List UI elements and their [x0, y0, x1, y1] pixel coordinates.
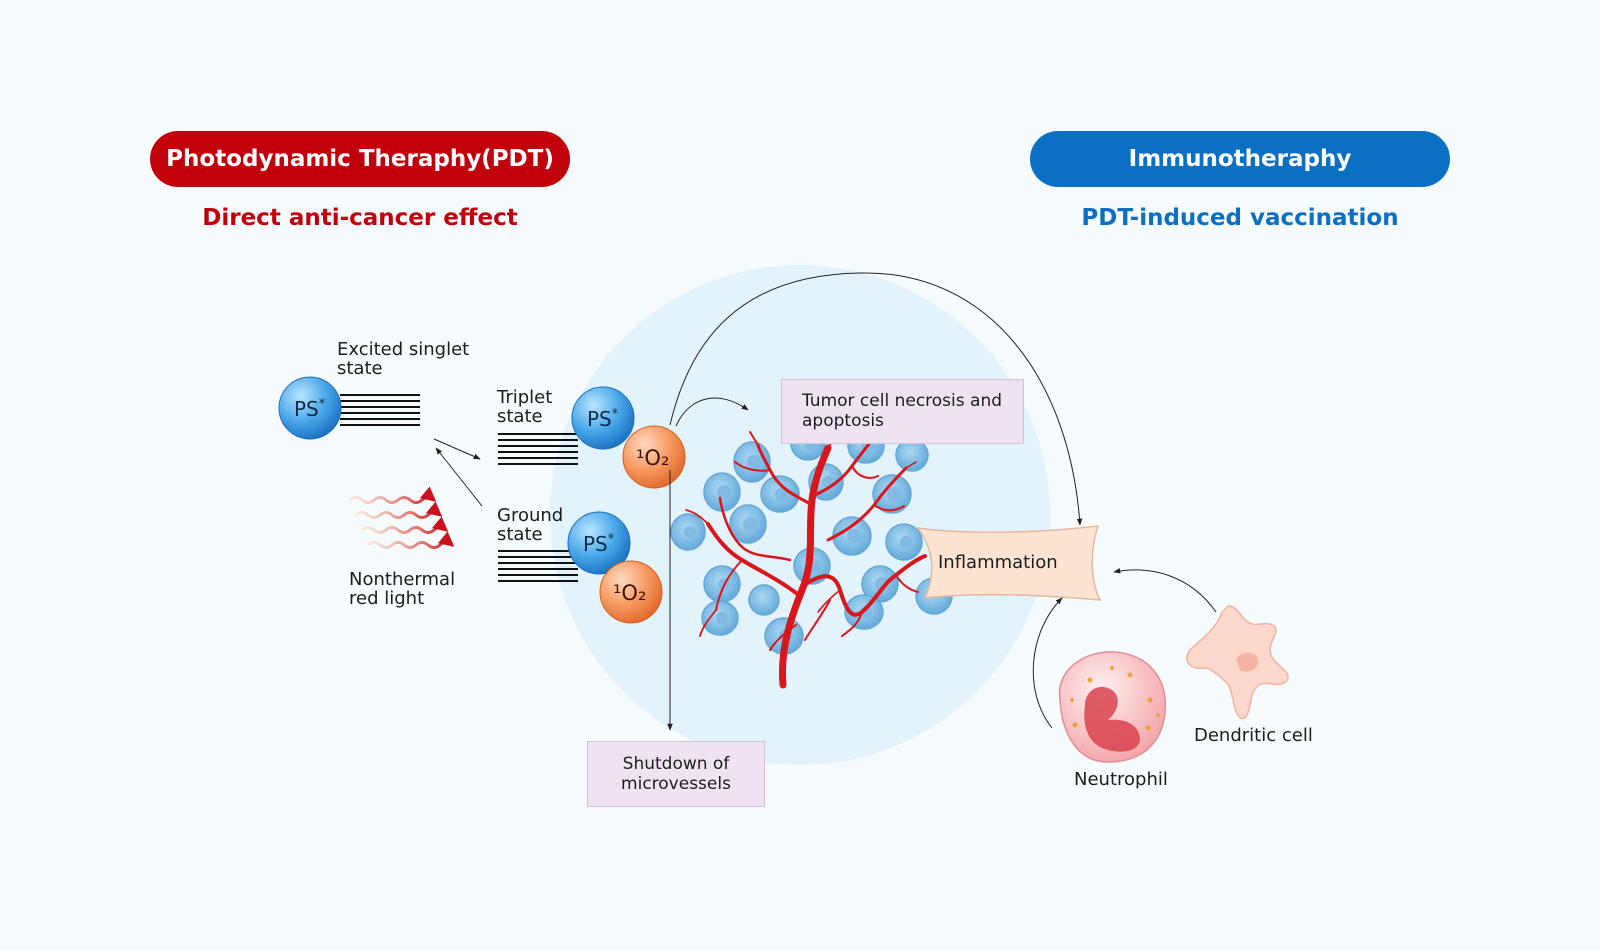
singlet-oxygen-lower-sphere — [599, 560, 663, 624]
ps-triplet-label: PS* — [587, 407, 619, 431]
arrow-neutrophil-to-inflammation — [1032, 597, 1063, 729]
dendritic-cell-label: Dendritic cell — [1194, 725, 1313, 746]
immunotherapy-title-pill: Immunotheraphy — [1030, 131, 1450, 187]
nonthermal-red-light-label: Nonthermal red light — [349, 569, 456, 609]
excited-singlet-levels — [340, 394, 420, 426]
ps-excited-star: * — [319, 397, 326, 412]
singlet-oxygen-upper-label: ¹O₂ — [636, 446, 669, 470]
ps-ground-label: PS* — [583, 532, 615, 556]
ps-triplet-base: PS — [587, 407, 612, 431]
neutrophil-illustration — [1058, 651, 1167, 763]
ps-triplet-sphere — [571, 386, 635, 450]
ps-excited-singlet-sphere — [278, 376, 342, 440]
arrow-to-necrosis — [675, 397, 749, 427]
inflammation-label: Inflammation — [938, 552, 1058, 573]
ground-to-singlet-arrow — [435, 447, 483, 507]
arrow-dendritic-to-inflammation — [1113, 568, 1217, 613]
ps-ground-base: PS — [583, 532, 608, 556]
pdt-title-pill: Photodynamic Theraphy(PDT) — [150, 131, 570, 187]
ps-excited-label: PS* — [294, 397, 326, 421]
triplet-state-label: Triplet state — [497, 387, 553, 427]
microvessels — [685, 429, 927, 689]
ps-excited-base: PS — [294, 397, 319, 421]
immunotherapy-subtitle: PDT-induced vaccination — [1081, 205, 1399, 231]
triplet-levels — [498, 433, 578, 465]
ps-ground-sphere — [567, 511, 631, 575]
singlet-oxygen-lower-label: ¹O₂ — [613, 581, 646, 605]
red-light-waves — [349, 486, 455, 549]
tumor-necrosis-box: Tumor cell necrosis and apoptosis — [781, 379, 1024, 444]
excited-singlet-state-label: Excited singlet state — [337, 339, 470, 379]
arrow-to-inflammation-top — [669, 272, 1083, 526]
shutdown-microvessels-box: Shutdown of microvessels — [587, 741, 765, 807]
dendritic-cell-illustration — [1186, 605, 1289, 720]
neutrophil-label: Neutrophil — [1074, 769, 1168, 790]
ground-levels — [498, 550, 578, 582]
ps-triplet-star: * — [612, 407, 619, 422]
pdt-subtitle: Direct anti-cancer effect — [202, 205, 518, 231]
ground-state-label: Ground state — [497, 505, 564, 545]
tumor-region-circle — [550, 265, 1050, 765]
inflammation-banner-shape — [916, 525, 1102, 601]
ps-ground-star: * — [608, 532, 615, 547]
singlet-to-triplet-arrow — [433, 438, 481, 460]
